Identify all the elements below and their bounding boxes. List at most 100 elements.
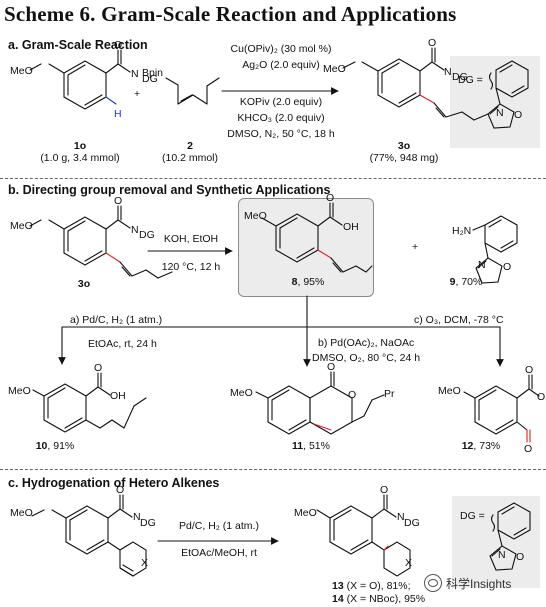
- scheme-title: Scheme 6. Gram-Scale Reaction and Applic…: [4, 2, 457, 26]
- wechat-icon: [424, 574, 442, 592]
- atom-x-c-prod: X: [405, 557, 412, 569]
- cond-b-top: KOH, EtOH: [163, 233, 219, 245]
- atom-o-acid-12: O: [525, 364, 533, 376]
- atom-h2n-9: H₂N: [452, 225, 471, 237]
- cond-branch-c-1: c) O₃, DCM, -78 °C: [414, 314, 504, 326]
- label-11-num: 11: [292, 440, 304, 452]
- label-3o-b: 3o: [77, 278, 91, 290]
- dg-box-c: [452, 496, 540, 588]
- section-divider-ab: [0, 178, 546, 179]
- cond-a-4: KHCO₃ (2.0 equiv): [237, 112, 325, 124]
- cond-branch-b-2: DMSO, O₂, 80 °C, 24 h: [312, 352, 421, 364]
- section-a-heading: a. Gram-Scale Reaction: [8, 38, 148, 52]
- label-10-yield: , 91%: [47, 440, 75, 452]
- label-10: 10, 91%: [20, 440, 90, 453]
- atom-labels: MeO O N DG H Bpin MeO O N DG N O MeO O N…: [8, 37, 546, 569]
- dg-box-a: [450, 56, 540, 148]
- dg-structure-c: [489, 502, 531, 571]
- compound-3o-structure: [342, 47, 489, 121]
- atom-o-dga: O: [514, 109, 522, 121]
- atom-meo-12: MeO: [438, 385, 461, 397]
- cond-a-3: KOPiv (2.0 equiv): [239, 96, 323, 108]
- atom-n-dga: N: [496, 107, 504, 119]
- compound-11-structure: [255, 371, 385, 435]
- compound-10-structure: [32, 372, 147, 433]
- compound-8-structure: [261, 202, 373, 273]
- cond-a-5: DMSO, N₂, 50 °C, 18 h: [227, 128, 335, 140]
- watermark: 科学Insights: [424, 574, 511, 592]
- atom-meo-c-sm: MeO: [10, 507, 33, 519]
- label-9-num: 9: [449, 276, 456, 288]
- compound-3o-b-structure: [29, 205, 173, 279]
- product-8-highlight-box: [238, 198, 374, 297]
- cond-c-top: Pd/C, H₂ (1 atm.): [179, 520, 259, 532]
- label-3o: 3o: [397, 140, 411, 152]
- amount-2: (10.2 mmol): [161, 152, 218, 164]
- watermark-text: 科学Insights: [446, 576, 512, 591]
- label-8-yield: , 95%: [297, 276, 325, 288]
- atom-meo-10: MeO: [8, 385, 31, 397]
- cond-branch-a-2: EtOAc, rt, 24 h: [88, 338, 157, 350]
- section-divider-bc: [0, 469, 546, 470]
- atom-oh-8: OH: [343, 221, 359, 233]
- atom-o-1o: O: [114, 39, 122, 51]
- label-12: 12, 73%: [446, 440, 516, 453]
- label-1o: 1o: [73, 140, 87, 152]
- atom-n-dgc: N: [498, 549, 506, 561]
- atom-o-3o-b: O: [114, 195, 122, 207]
- atom-o-dgc: O: [516, 551, 524, 563]
- label-13-num: 13: [332, 580, 344, 592]
- atom-n-3o-b: N: [131, 224, 139, 236]
- atom-o-carbonyl-11: O: [327, 361, 335, 373]
- dg-equals-c: DG =: [460, 510, 485, 522]
- atom-dg-c-prod: DG: [404, 517, 420, 529]
- label-11-yield: , 51%: [303, 440, 330, 452]
- atom-o-3o: O: [428, 37, 436, 49]
- compound-9-structure: [472, 215, 518, 284]
- atom-meo-3o-b: MeO: [10, 220, 33, 232]
- atom-meo-1o: MeO: [10, 65, 33, 77]
- label-10-num: 10: [35, 440, 48, 452]
- atom-n-c-prod: N: [397, 511, 405, 523]
- label-13: 13 (X = O), 81%;: [332, 580, 411, 592]
- compound-2-structure: [165, 77, 220, 105]
- cond-c-bottom: EtOAc/MeOH, rt: [181, 547, 257, 559]
- label-8: 8, 95%: [268, 276, 348, 289]
- atom-o-8: O: [326, 192, 334, 204]
- plus-b: +: [412, 241, 419, 253]
- label-12-num: 12: [461, 440, 474, 452]
- plus-a: +: [134, 88, 141, 100]
- label-9: 9, 70%: [436, 276, 496, 289]
- yield-3o: (77%, 948 mg): [369, 152, 439, 164]
- label-9-yield: , 70%: [455, 276, 483, 288]
- label-12-yield: , 73%: [473, 440, 501, 452]
- compound-1o-structure: [29, 49, 131, 110]
- cond-a-2: Ag₂O (2.0 equiv): [242, 59, 320, 71]
- atom-dg-3o: DG: [452, 71, 468, 83]
- atom-n-9: N: [478, 259, 486, 271]
- atom-dg-c-sm: DG: [140, 517, 156, 529]
- atom-meo-c-prod: MeO: [294, 507, 317, 519]
- cond-branch-b-1: b) Pd(OAc)₂, NaOAc: [318, 337, 415, 349]
- atom-oh-12: OH: [537, 391, 546, 403]
- cond-branch-a-1: a) Pd/C, H₂ (1 atm.): [70, 314, 163, 326]
- label-2: 2: [187, 140, 193, 152]
- compound-13-14-structure: [316, 494, 411, 577]
- label-13-text: (X = O), 81%;: [343, 580, 411, 592]
- atom-o-10: O: [94, 362, 102, 374]
- label-8-num: 8: [291, 276, 298, 288]
- label-14: 14 (X = NBoc), 95%: [332, 593, 425, 605]
- atom-o-9: O: [503, 261, 511, 273]
- dg-equals-a: DG =: [458, 74, 483, 86]
- cond-a-1: Cu(OPiv)₂ (30 mol %): [230, 43, 332, 55]
- compound-12-structure: [463, 374, 540, 443]
- dg-structure-a: [487, 60, 529, 129]
- section-c-heading: c. Hydrogenation of Hetero Alkenes: [8, 476, 220, 490]
- atom-o-c-sm: O: [116, 484, 124, 496]
- atom-h-1o: H: [114, 108, 122, 120]
- atom-o-c-prod: O: [380, 484, 388, 496]
- atom-oh-10: OH: [110, 390, 126, 402]
- atom-meo-11: MeO: [230, 387, 253, 399]
- cond-b-bottom: 120 °C, 12 h: [161, 261, 221, 273]
